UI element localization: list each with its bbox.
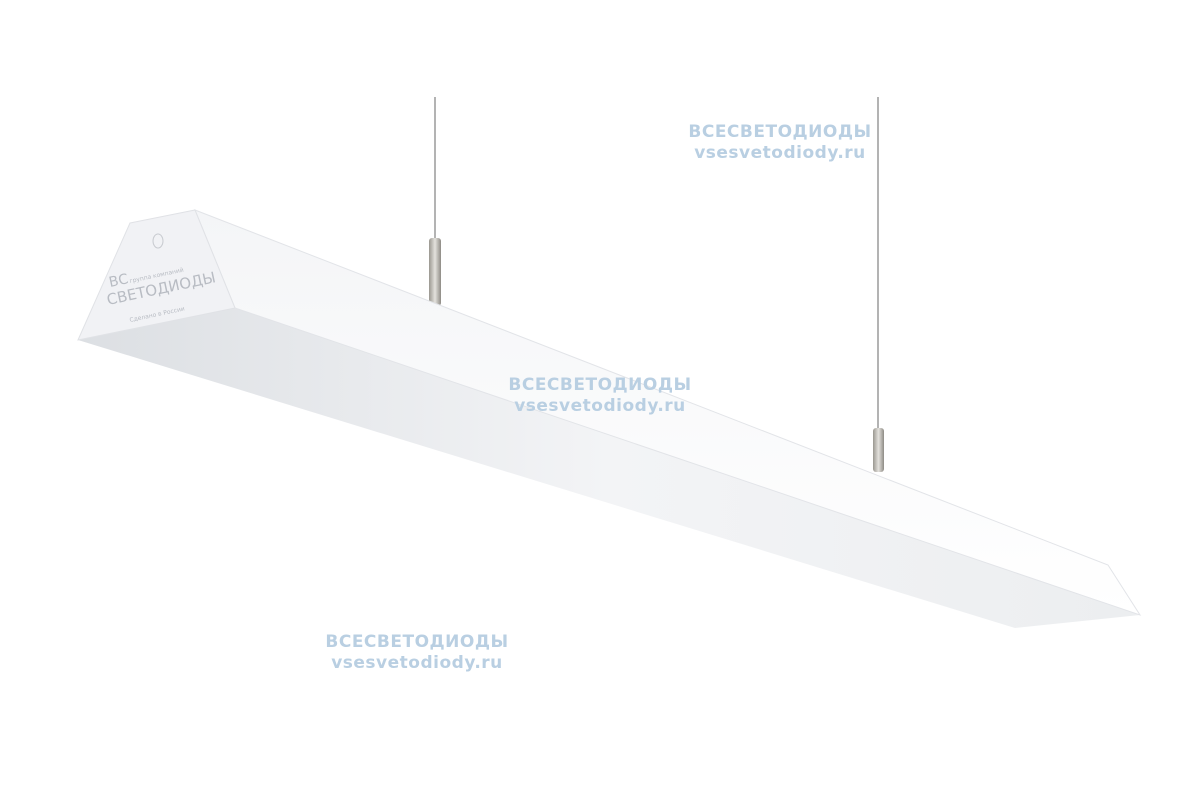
diffuser [78, 308, 1140, 628]
watermark-title: ВСЕСВЕТОДИОДЫ [325, 632, 509, 652]
watermark-title: ВСЕСВЕТОДИОДЫ [688, 122, 872, 142]
right-holder [873, 428, 884, 472]
watermark-url: vsesvetodiody.ru [331, 653, 503, 673]
watermark-url: vsesvetodiody.ru [694, 143, 866, 163]
watermark: ВСЕСВЕТОДИОДЫ vsesvetodiody.ru [670, 122, 890, 164]
end-cap-hole [152, 233, 164, 249]
svg-text:ВС: ВС [108, 271, 131, 291]
watermark: ВСЕСВЕТОДИОДЫ vsesvetodiody.ru [307, 632, 527, 674]
watermark-title: ВСЕСВЕТОДИОДЫ [508, 375, 692, 395]
end-cap [77, 209, 236, 341]
watermark: ВСЕСВЕТОДИОДЫ vsesvetodiody.ru [490, 375, 710, 417]
watermark-url: vsesvetodiody.ru [514, 396, 686, 416]
left-holder [429, 238, 441, 306]
